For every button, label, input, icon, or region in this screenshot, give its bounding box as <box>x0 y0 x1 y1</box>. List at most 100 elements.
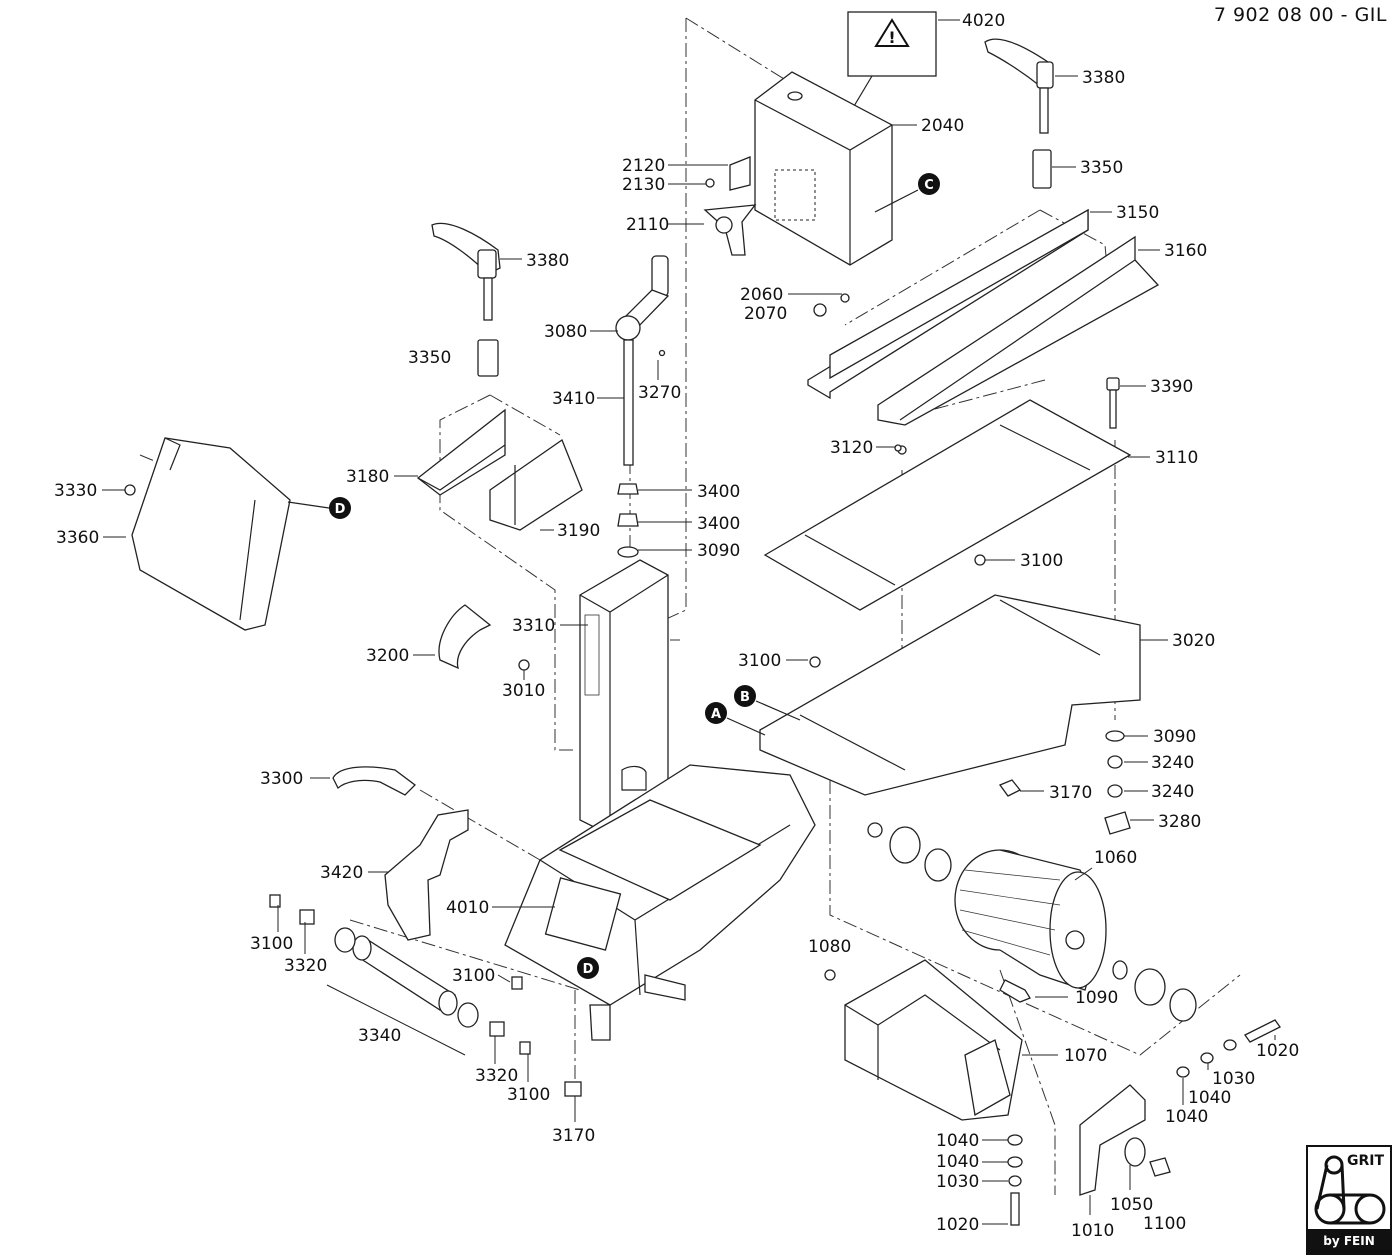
label-3300: 3300 <box>260 769 303 789</box>
table-3020 <box>759 554 1141 796</box>
label-2040: 2040 <box>921 116 964 136</box>
callout-b: B <box>734 685 801 721</box>
label-1090: 1090 <box>1075 988 1118 1008</box>
svg-text:A: A <box>711 707 721 722</box>
rail-3160 <box>877 235 1160 426</box>
label-3100: 3100 <box>738 651 781 671</box>
label-1020: 1020 <box>1256 1041 1299 1061</box>
svg-text:!: ! <box>888 28 895 47</box>
roller-3340 <box>269 894 531 1055</box>
label-2130: 2130 <box>622 175 665 195</box>
washers-right <box>998 730 1131 835</box>
label-3090: 3090 <box>1153 727 1196 747</box>
label-3170: 3170 <box>552 1126 595 1146</box>
cover-3360 <box>124 437 291 631</box>
label-3390: 3390 <box>1150 377 1193 397</box>
pulley-1050 <box>1124 1137 1171 1177</box>
bearing-rings-1060 <box>867 822 1197 1022</box>
label-3160: 3160 <box>1164 241 1207 261</box>
label-2120: 2120 <box>622 156 665 176</box>
label-3340: 3340 <box>358 1026 401 1046</box>
logo-maker: by FEIN <box>1308 1229 1390 1253</box>
label-3350: 3350 <box>408 348 451 368</box>
label-1040: 1040 <box>1188 1088 1231 1108</box>
mount-1070 <box>824 959 1023 1121</box>
label-3280: 3280 <box>1158 812 1201 832</box>
label-3080: 3080 <box>544 322 587 342</box>
bracket-1010 <box>1079 1084 1146 1196</box>
label-3420: 3420 <box>320 863 363 883</box>
label-3400: 3400 <box>697 514 740 534</box>
leader-lines <box>102 19 1276 1225</box>
label-1070: 1070 <box>1064 1046 1107 1066</box>
label-3170: 3170 <box>1049 783 1092 803</box>
label-3100: 3100 <box>452 966 495 986</box>
label-3100: 3100 <box>507 1085 550 1105</box>
label-1010: 1010 <box>1071 1221 1114 1241</box>
logo-brand: GRIT <box>1346 1153 1384 1169</box>
rail-3150 <box>807 208 1089 400</box>
label-1040: 1040 <box>936 1131 979 1151</box>
assembly-lines <box>139 17 1241 1195</box>
label-1020: 1020 <box>936 1215 979 1235</box>
clamp-lever-3380-left <box>431 222 501 377</box>
label-3350: 3350 <box>1080 158 1123 178</box>
label-3240: 3240 <box>1151 782 1194 802</box>
label-3360: 3360 <box>56 528 99 548</box>
callout-d-cover: D <box>287 497 351 519</box>
grit-fein-logo: GRIT by FEIN <box>1306 1145 1392 1255</box>
label-2110: 2110 <box>626 215 669 235</box>
label-3100: 3100 <box>250 934 293 954</box>
label-1060: 1060 <box>1094 848 1137 868</box>
callout-c: C <box>874 173 940 213</box>
bracket-3190 <box>489 439 583 531</box>
small-parts-middle <box>511 444 902 1097</box>
label-3110: 3110 <box>1155 448 1198 468</box>
drive-wheel-1060 <box>954 849 1107 991</box>
svg-text:B: B <box>740 690 750 705</box>
label-4020: 4020 <box>962 11 1005 31</box>
label-3330: 3330 <box>54 481 97 501</box>
fasteners-bottom <box>1007 1019 1281 1226</box>
label-1030: 1030 <box>936 1172 979 1192</box>
clamp-lever-3380-right <box>984 38 1054 189</box>
lever-3300 <box>332 766 416 796</box>
label-3270: 3270 <box>638 383 681 403</box>
label-3190: 3190 <box>557 521 600 541</box>
callout-d-base: D <box>577 957 599 979</box>
label-2070: 2070 <box>744 304 787 324</box>
label-3380: 3380 <box>1082 68 1125 88</box>
lever-3200 <box>438 604 530 671</box>
platen-3110 <box>763 377 1132 611</box>
label-3320: 3320 <box>475 1066 518 1086</box>
document-number: 7 902 08 00 - GIL <box>1213 4 1387 26</box>
label-3410: 3410 <box>552 389 595 409</box>
label-3400: 3400 <box>697 482 740 502</box>
latch-parts <box>703 156 850 317</box>
label-3310: 3310 <box>512 616 555 636</box>
label-3010: 3010 <box>502 681 545 701</box>
label-3380: 3380 <box>526 251 569 271</box>
svg-text:D: D <box>335 502 346 517</box>
label-1030: 1030 <box>1212 1069 1255 1089</box>
callout-a: A <box>705 702 766 736</box>
label-3180: 3180 <box>346 467 389 487</box>
label-2060: 2060 <box>740 285 783 305</box>
svg-text:C: C <box>924 178 934 193</box>
column-3310 <box>579 559 669 836</box>
label-1050: 1050 <box>1110 1195 1153 1215</box>
label-4010: 4010 <box>446 898 489 918</box>
label-3240: 3240 <box>1151 753 1194 773</box>
label-1100: 1100 <box>1143 1214 1186 1234</box>
crank-3080 <box>615 255 670 466</box>
label-3150: 3150 <box>1116 203 1159 223</box>
bracket-3180 <box>416 408 506 496</box>
label-3090: 3090 <box>697 541 740 561</box>
label-1040: 1040 <box>1165 1107 1208 1127</box>
shaft-1090 <box>999 979 1031 1003</box>
warning-label-4020: ! <box>794 11 937 206</box>
label-3120: 3120 <box>830 438 873 458</box>
base-frame <box>504 764 816 1041</box>
label-3100: 3100 <box>1020 551 1063 571</box>
